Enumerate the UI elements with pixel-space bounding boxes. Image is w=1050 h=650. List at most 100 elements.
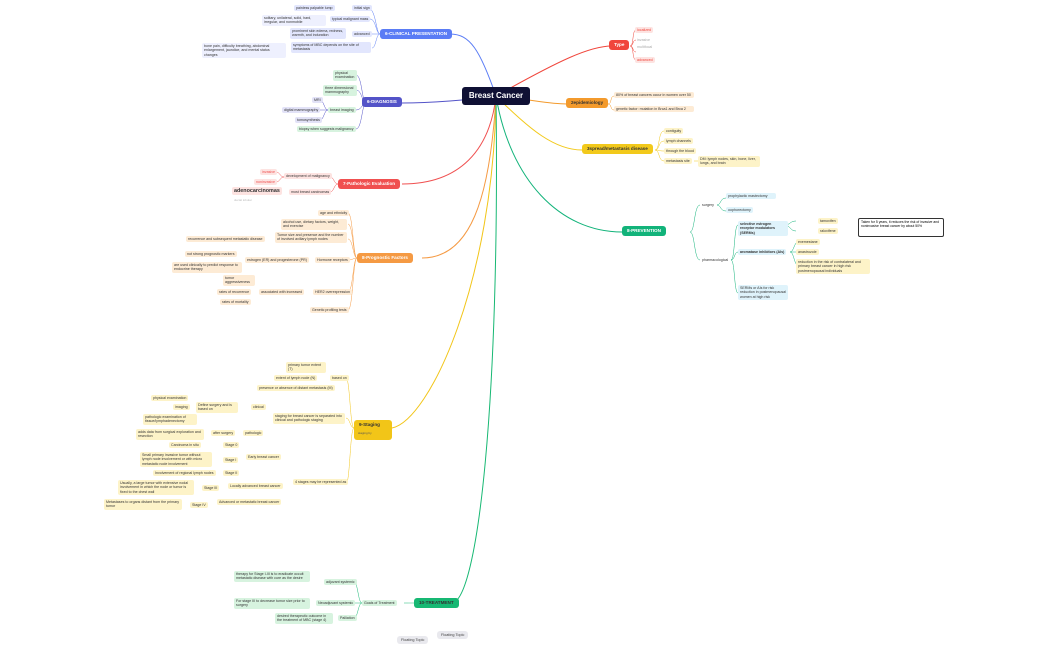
- pathologic-item[interactable]: adds data from surgical exploration and …: [136, 429, 204, 440]
- treatment-item[interactable]: Neoadjuvant systemic: [316, 600, 356, 607]
- diagnosis-item[interactable]: biopsy when suggests malignancy: [297, 126, 356, 133]
- prevention-pharmacological[interactable]: pharmacological: [702, 258, 729, 262]
- adjuvant-text[interactable]: therapy for Stage I-III is to eradicate …: [234, 571, 310, 582]
- clinical-mbc-label[interactable]: symptoms of MBC depends on the site of m…: [291, 42, 371, 53]
- stage0[interactable]: Stage 0: [223, 442, 240, 449]
- floating-topic[interactable]: Floating Topic: [437, 631, 469, 639]
- treatment-goals[interactable]: Goals of Treatment: [362, 600, 397, 607]
- prognostic-item[interactable]: Genetic profiling tests: [310, 307, 349, 314]
- topic-prognostic[interactable]: 8-Prognostic Factors: [357, 253, 413, 263]
- floating-topic[interactable]: Floating Topic: [397, 636, 429, 644]
- stages-label[interactable]: 4 stages may be represented as: [293, 479, 349, 486]
- ai-node[interactable]: aromatase inhibitors (AIs): [738, 249, 787, 256]
- clinical-item[interactable]: imaging: [173, 404, 190, 411]
- prognostic-item[interactable]: Hormone receptors: [315, 257, 350, 264]
- serm-item[interactable]: raloxifene: [818, 228, 838, 235]
- topic-spread[interactable]: 3spread/metastasis disease: [582, 144, 653, 154]
- based-item[interactable]: presence or absence of distant metastasi…: [257, 385, 335, 392]
- clinical-sub[interactable]: Define surgery and is based on: [196, 402, 238, 413]
- topic-clinical[interactable]: 6-CLINICAL PRESENTATION: [380, 29, 453, 39]
- staging-based-on[interactable]: based on: [330, 375, 349, 382]
- pathologic-item[interactable]: most breast carcinomas: [289, 189, 332, 196]
- hormone-text[interactable]: are used clinically to predict response …: [172, 262, 242, 273]
- clinical-item[interactable]: advanced: [352, 31, 372, 38]
- pathologic-item[interactable]: pathologic examination of tissue/lymphad…: [143, 414, 197, 425]
- imaging-item[interactable]: tomosynthesis: [295, 117, 322, 124]
- stage3[interactable]: Stage III: [202, 485, 220, 492]
- stage1-text[interactable]: Small primary invasive tumor without lym…: [140, 452, 212, 467]
- serm-effect[interactable]: SERMs or AIs for risk reduction in postm…: [738, 285, 788, 300]
- metastasis-sites[interactable]: DM: lymph nodes, skin, bone, liver, lung…: [698, 156, 760, 167]
- stage3-text[interactable]: Usually, a large tumor with extensive no…: [118, 480, 194, 495]
- hormone-sub[interactable]: estrogen (ER) and progesterone (PR): [245, 257, 309, 264]
- adenocarcinomas-label[interactable]: adenocarcinomas: [232, 187, 282, 195]
- clinical-item[interactable]: physical examination: [151, 395, 189, 402]
- ai-item[interactable]: anastrozole: [796, 249, 819, 256]
- diagnosis-item[interactable]: physical examination: [333, 70, 357, 81]
- clinical-item[interactable]: initial sign: [352, 5, 372, 12]
- type-item[interactable]: localized: [635, 27, 653, 34]
- stage1[interactable]: Stage I: [223, 457, 239, 464]
- stage2-text[interactable]: Involvement of regional lymph nodes: [153, 470, 216, 477]
- clinical-typical-text[interactable]: solitary, unilateral, solid, hard, irreg…: [262, 15, 326, 26]
- serm-node[interactable]: selective estrogen receptor modulators (…: [738, 221, 788, 236]
- stage4-text[interactable]: Metastases to organs distant from the pr…: [104, 499, 182, 510]
- her2-item[interactable]: rates of recurrence: [217, 289, 252, 296]
- epidemiology-item[interactable]: 80% of breast cancers occur in women ove…: [614, 92, 694, 99]
- palliation-text[interactable]: desired therapeutic outcome in the treat…: [275, 613, 333, 624]
- stage0-text[interactable]: Carcinoma in situ: [169, 442, 201, 449]
- based-item[interactable]: extent of lymph node (N): [274, 375, 318, 382]
- diagnosis-item[interactable]: breast imaging: [328, 107, 356, 114]
- topic-treatment[interactable]: 10-TREATMENT: [414, 598, 459, 608]
- ai-item[interactable]: exemestane: [796, 239, 820, 246]
- stage4[interactable]: Stage IV: [190, 502, 208, 509]
- pathologic-sub[interactable]: after surgery: [211, 430, 236, 437]
- treatment-item[interactable]: adjuvant systemic: [324, 579, 357, 586]
- serm-item[interactable]: tamoxifen: [818, 218, 838, 225]
- prognostic-item[interactable]: Tumor size and presence and the number o…: [275, 232, 347, 243]
- ai-effect[interactable]: reduction in the risk of contralateral a…: [796, 259, 870, 274]
- spread-item[interactable]: metastasis site: [664, 158, 692, 165]
- malignancy-type[interactable]: noninvasive: [254, 179, 277, 186]
- stage2[interactable]: Stage II: [223, 470, 240, 477]
- pathologic-item[interactable]: development of malignancy: [284, 173, 332, 180]
- her2-item[interactable]: rates of mortality: [220, 299, 251, 306]
- epidemiology-item[interactable]: genetic factor: mutation in Brca1 and Br…: [614, 106, 694, 113]
- prognostic-item[interactable]: age and ethnicity: [318, 210, 350, 217]
- central-topic[interactable]: Breast Cancer: [462, 87, 530, 105]
- type-item[interactable]: multifocal: [637, 45, 653, 49]
- advanced-label[interactable]: Advanced or metastatic breast cancer: [217, 499, 282, 506]
- diagnosis-item[interactable]: three dimensional mammography: [323, 85, 357, 96]
- her2-item[interactable]: tumor aggressiveness: [223, 275, 255, 286]
- prognostic-item[interactable]: alcohol use, dietary factors, weight, an…: [281, 219, 347, 230]
- type-item[interactable]: invasive: [637, 38, 650, 42]
- imaging-item[interactable]: MRI: [312, 97, 323, 104]
- staging-clinical[interactable]: clinical: [251, 404, 266, 411]
- treatment-item[interactable]: Palliation: [338, 615, 357, 622]
- topic-type[interactable]: Type: [609, 40, 630, 50]
- neoadjuvant-text[interactable]: For stage III to decrease tumor size pri…: [234, 598, 310, 609]
- prevention-surgery-item[interactable]: prophylactic mastectomy: [726, 193, 776, 200]
- topic-prevention[interactable]: 8-PREVENTION: [622, 226, 666, 236]
- clinical-initial-text[interactable]: painless palpable lump: [294, 5, 335, 12]
- clinical-item[interactable]: typical malignant mass: [330, 16, 371, 23]
- malignancy-type[interactable]: invasive: [260, 169, 277, 176]
- imaging-item[interactable]: digital mammography: [282, 107, 321, 114]
- topic-epidemiology[interactable]: 2epidemiology: [566, 98, 609, 108]
- prevention-surgery[interactable]: surgery: [702, 203, 714, 207]
- locally-label[interactable]: Locally advanced breast cancer: [228, 483, 283, 490]
- recurrence-text[interactable]: recurrence and subsequent metastatic dis…: [186, 236, 265, 243]
- staging-label[interactable]: staging for breast cancer is separated i…: [273, 413, 345, 424]
- type-item[interactable]: advanced: [635, 57, 655, 64]
- her2-sub[interactable]: associated with increased: [259, 289, 305, 296]
- spread-item[interactable]: lymph channels: [664, 138, 693, 145]
- based-item[interactable]: primary tumor extent (T): [286, 362, 326, 373]
- staging-pathologic[interactable]: pathologic: [243, 430, 264, 437]
- topic-diagnosis[interactable]: 6-DIAGNOSIS: [362, 97, 402, 107]
- spread-item[interactable]: through the blood: [664, 148, 696, 155]
- spread-item[interactable]: contiguity: [664, 128, 684, 135]
- prevention-surgery-item[interactable]: oophorectomy: [726, 207, 753, 214]
- serm-note[interactable]: Taken for 5 years, it reduces the risk o…: [858, 218, 944, 237]
- prognostic-item[interactable]: HER2 overexpression: [313, 289, 352, 296]
- clinical-advanced-text[interactable]: prominent skin edema, redness, warmth, a…: [290, 28, 346, 39]
